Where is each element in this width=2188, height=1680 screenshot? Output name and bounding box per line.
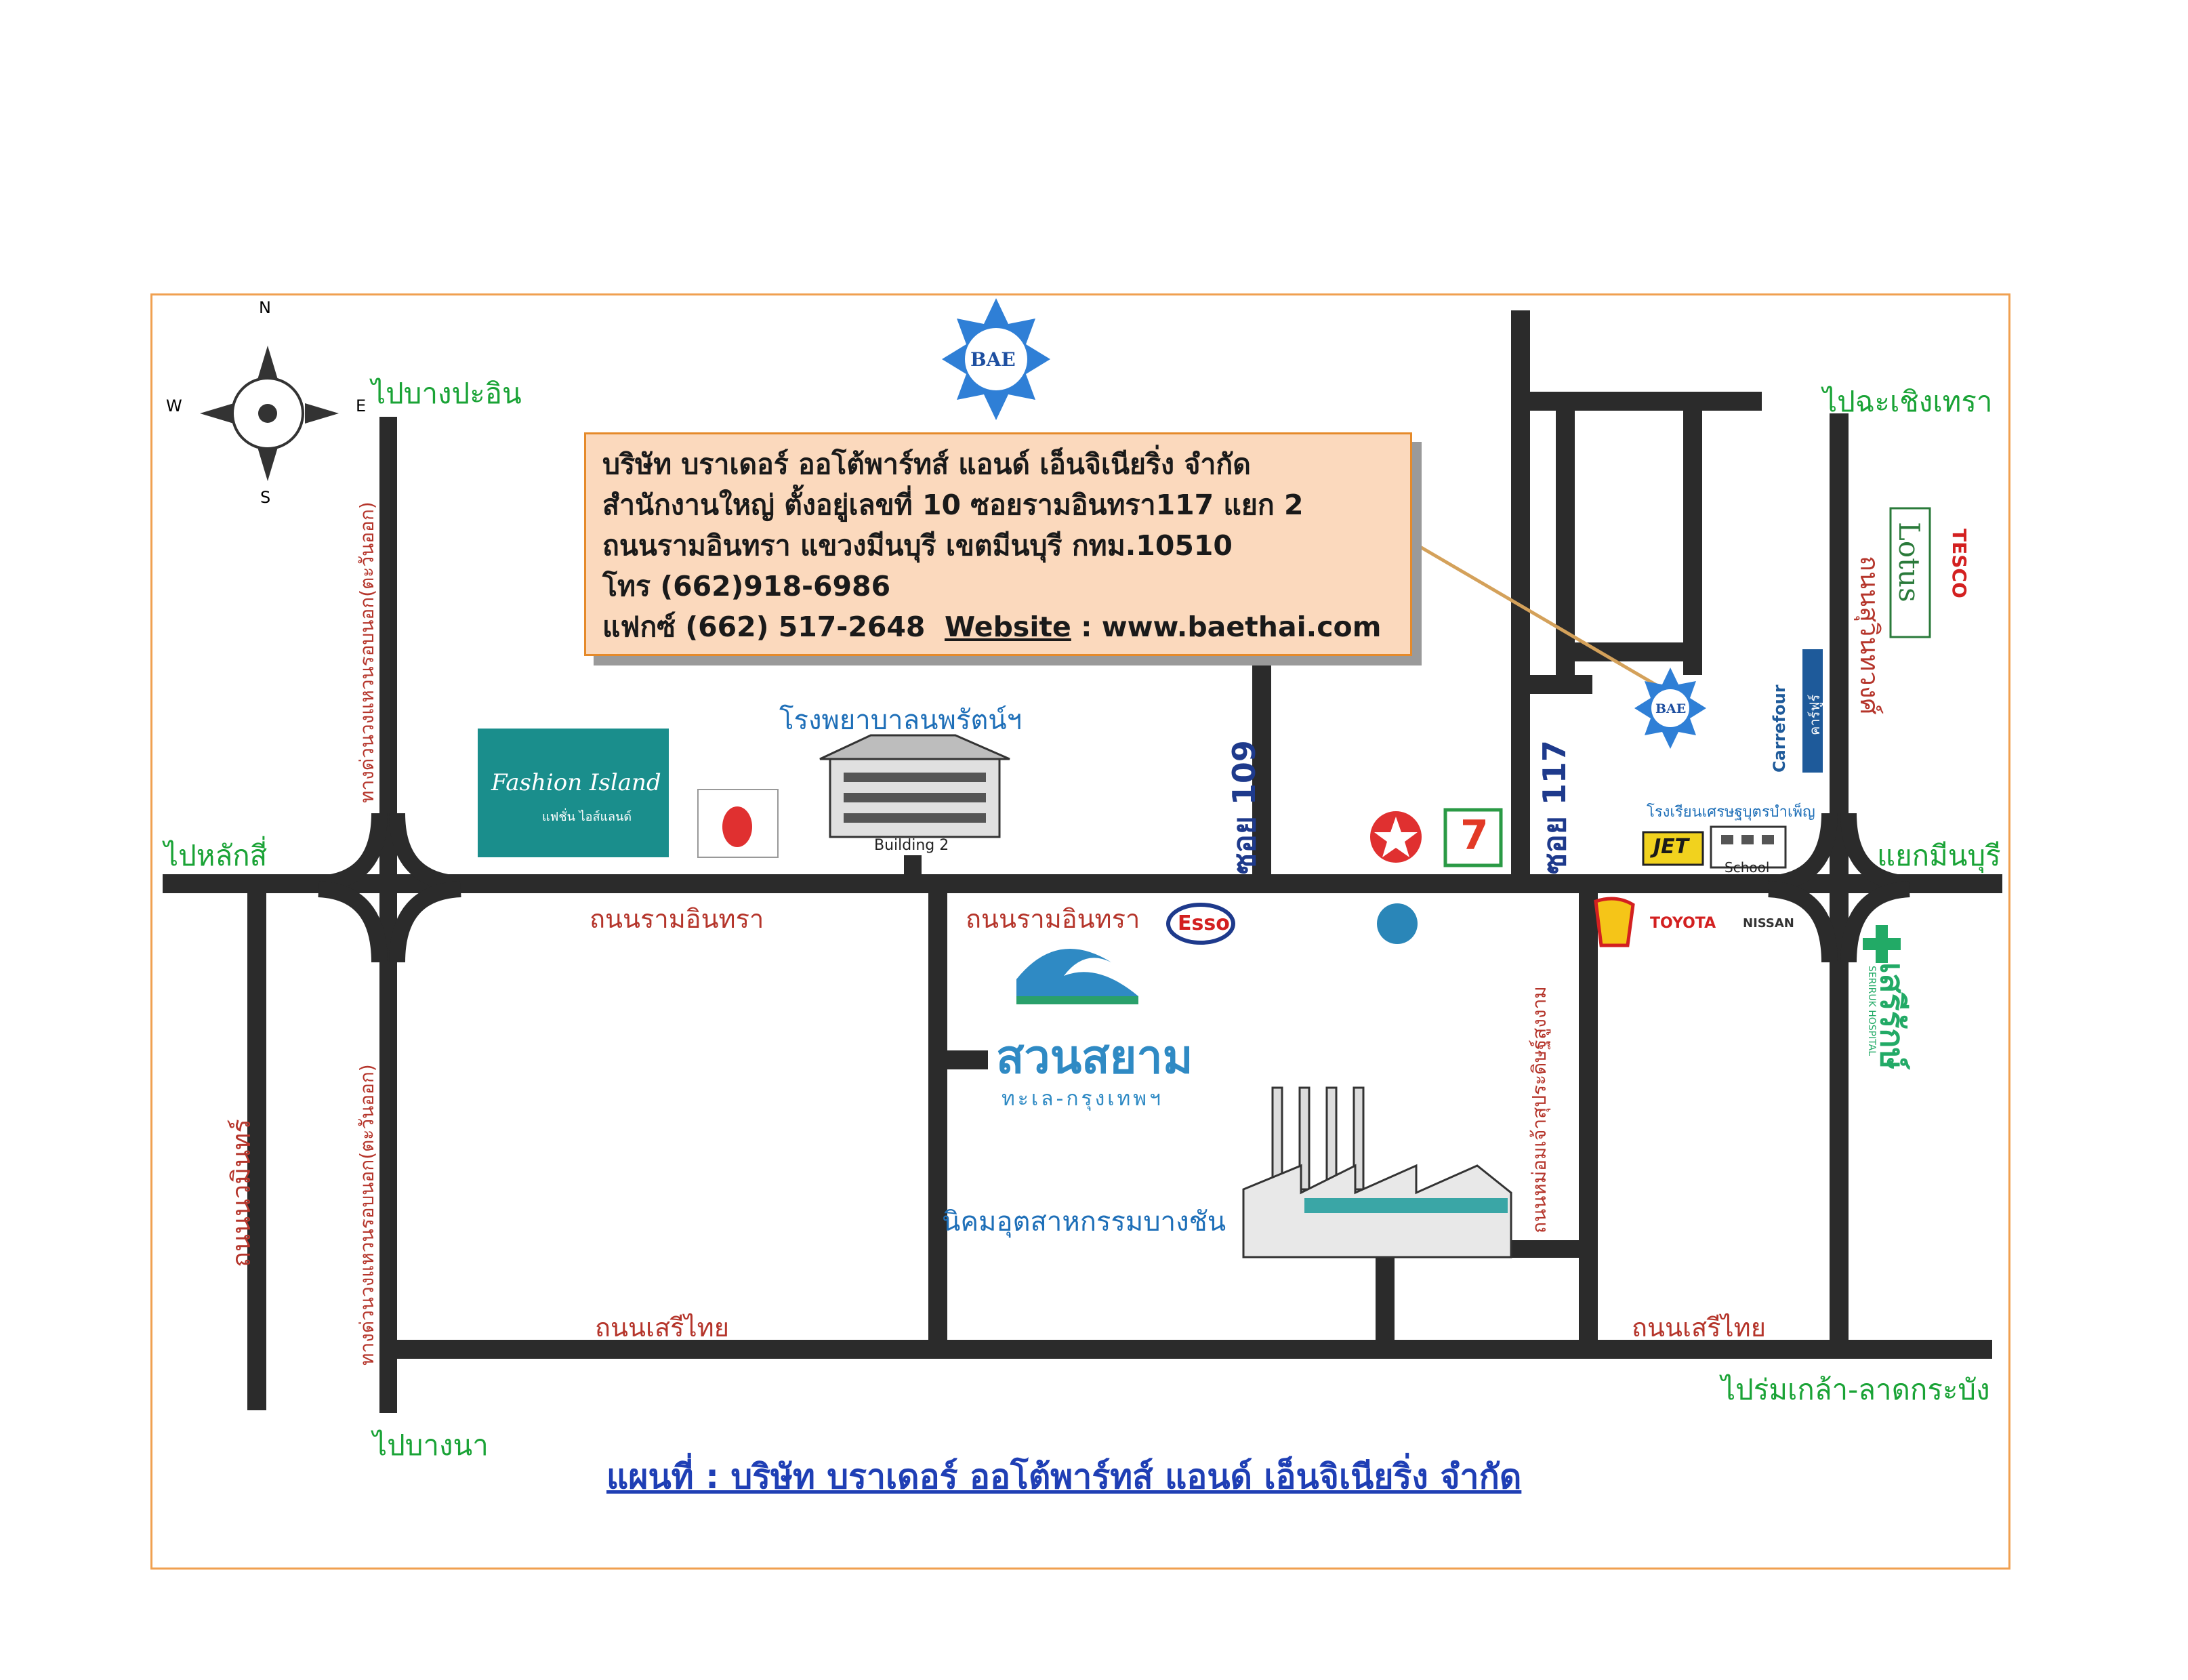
fashion-island-logo <box>478 729 669 857</box>
fashion-island-title: Fashion Island <box>491 769 661 796</box>
bae-star-icon <box>942 298 1050 420</box>
carrefour-th-label: คาร์ฟูร์ <box>1807 694 1823 735</box>
soi-117-branch-c <box>1530 675 1592 694</box>
website-separator: : <box>1071 611 1102 643</box>
fashion-island-sub: แฟชั่น ไอส์แลนด์ <box>542 810 632 824</box>
website-label: Website <box>945 611 1071 643</box>
ram-inthra-road <box>163 874 2002 893</box>
expressway-ramp-se <box>389 881 461 963</box>
lotus-label: Lotus <box>1893 522 1926 602</box>
industrial-label: นิคมอุตสาหกรรมบางชัน <box>942 1206 1226 1237</box>
bae-star-small-icon <box>1634 668 1706 749</box>
right-ramp-se <box>1840 881 1910 963</box>
nissan-label: NISSAN <box>1743 916 1794 930</box>
caltex-logo <box>1370 811 1422 863</box>
chao-khun-road <box>1579 893 1598 1344</box>
soi-109-label: ซอย 109 <box>1226 740 1262 874</box>
address-line-2: ถนนรามอินทรา แขวงมีนบุรี เขตมีนบุรี กทม.… <box>602 529 1233 562</box>
soi-117-branch-d <box>1575 642 1702 661</box>
tesco-label: TESCO <box>1948 529 1970 598</box>
expressway-ramp-nw <box>318 813 388 892</box>
seri-thai-label-left: ถนนเสรีไทย <box>595 1313 729 1343</box>
shell-logo <box>1594 897 1635 947</box>
expressway-ramp-ne <box>389 813 461 892</box>
map-caption: แผนที่ : บริษัท บราเดอร์ ออโต้พาร์ทส์ แอ… <box>606 1457 1522 1496</box>
toyota-label: TOYOTA <box>1650 915 1716 932</box>
siam-park-entry <box>947 1050 988 1069</box>
soi-117-branch-top <box>1530 392 1762 411</box>
jet-logo <box>1642 831 1704 866</box>
website-link[interactable]: www.baethai.com <box>1101 611 1382 643</box>
siam-park-logo <box>1016 949 1138 1004</box>
school-name-label: โรงเรียนเศรษฐบุตรบำเพ็ญ <box>1647 804 1815 821</box>
compass-w-label: W <box>166 396 182 415</box>
esso-label: Esso <box>1178 911 1230 935</box>
chao-khun-road-label: ถนนหม่อมเจ้าสุประดิษฐ์สูงงาม <box>1528 986 1550 1233</box>
carrefour-logo <box>1802 649 1823 773</box>
company-info-box: บริษัท บราเดอร์ ออโต้พาร์ทส์ แอนด์ เอ็นจ… <box>584 432 1412 656</box>
soi-117-road <box>1511 310 1530 874</box>
siam-park-name: สวนสยาม <box>996 1031 1193 1084</box>
soi-117-branch-b <box>1683 411 1702 675</box>
seriruk-en-label: SERIRUK HOSPITAL <box>1866 966 1877 1057</box>
seven-eleven-label: 7 <box>1460 812 1489 859</box>
bae-logo-label: BAE <box>970 348 1016 371</box>
compass-s-label: S <box>260 488 271 507</box>
right-ramp-ne <box>1840 813 1910 892</box>
pointer-line <box>1411 540 1668 693</box>
bae-small-logo-label: BAE <box>1655 701 1687 716</box>
expressway-label-upper: ทางด่วนวงแหวนรอบนอก(ตะวันออก) <box>356 501 378 803</box>
soi-117-label: ซอย 117 <box>1536 740 1573 874</box>
siam-park-sub: ทะเล-กรุงเทพฯ <box>1002 1087 1163 1111</box>
to-romklao-label: ไปร่มเกล้า-ลาดกระบัง <box>1721 1373 1990 1406</box>
hospital-building-icon <box>819 734 1010 838</box>
carrefour-label: Carrefour <box>1770 684 1789 773</box>
ptt-globe-logo <box>1377 903 1418 944</box>
to-chachoengsao-label: ไปฉะเชิงเทรา <box>1823 385 1993 418</box>
right-ramp-sw <box>1768 881 1838 963</box>
nawamin-road <box>247 893 266 1410</box>
compass-e-label: E <box>356 396 367 415</box>
jet-label: JET <box>1653 835 1689 859</box>
industrial-connector <box>1376 1254 1395 1345</box>
esso-logo <box>1166 903 1235 945</box>
school-label: School <box>1725 859 1770 876</box>
address-line-1: สำนักงานใหญ่ ตั้งอยู่เลขที่ 10 ซอยรามอิน… <box>602 489 1304 521</box>
soi-109-road <box>1252 665 1271 876</box>
suwinthawong-label: ถนนสุวินทวงศ์ <box>1855 556 1884 715</box>
phone: โทร (662)918-6986 <box>602 570 891 602</box>
seri-thai-road <box>396 1340 1992 1359</box>
fax-website-row: แฟกซ์ (662) 517-2648 Website : www.baeth… <box>602 607 1394 647</box>
siam-park-road <box>928 893 947 1344</box>
tesco-lotus-logo <box>1889 507 1931 638</box>
fax: แฟกซ์ (662) 517-2648 <box>602 611 926 643</box>
compass-n-label: N <box>259 298 271 317</box>
map-frame <box>150 293 2010 1570</box>
right-ramp-nw <box>1768 813 1838 892</box>
to-bang-pa-in-label: ไปบางปะอิน <box>371 377 522 410</box>
ram-inthra-label-mid: ถนนรามอินทรา <box>966 904 1140 934</box>
seven-eleven-logo <box>1443 808 1503 867</box>
company-name: บริษัท บราเดอร์ ออโต้พาร์ทส์ แอนด์ เอ็นจ… <box>602 448 1251 480</box>
compass-icon <box>200 346 339 481</box>
industrial-road <box>1511 1240 1579 1258</box>
hospital-label: โรงพยาบาลนพรัตน์ฯ <box>779 705 1023 736</box>
expressway-road <box>379 417 397 1413</box>
seriruk-hospital-icon <box>1863 925 1901 963</box>
nawamin-label: ถนนนวมินทร์ <box>226 1119 256 1267</box>
building-2-label: Building 2 <box>874 837 949 854</box>
factory-icon <box>1242 1086 1512 1258</box>
hospital-connector <box>904 855 922 876</box>
expressway-label-lower: ทางด่วนวงแหวนรอบนอก(ตะวันออก) <box>356 1064 378 1366</box>
ram-inthra-label-left: ถนนรามอินทรา <box>590 904 764 934</box>
seri-thai-label-right: ถนนเสรีไทย <box>1632 1313 1766 1343</box>
to-bang-na-label: ไปบางนา <box>373 1429 489 1462</box>
to-min-buri-label: แยกมีนบุรี <box>1877 839 2001 872</box>
to-lak-si-label: ไปหลักสี่ <box>164 839 268 872</box>
school-building-icon <box>1710 825 1787 869</box>
expressway-ramp-sw <box>318 881 388 963</box>
suwinthawong-road <box>1830 413 1849 1343</box>
